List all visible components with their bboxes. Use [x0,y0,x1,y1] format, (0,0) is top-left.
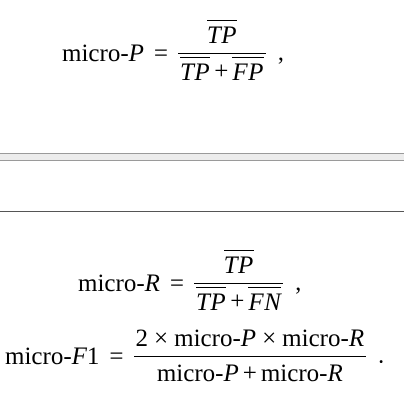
lhs-micro-p: micro-P [62,40,144,68]
fraction-bar [133,355,367,357]
lhs-subscript-number: 1 [86,342,100,370]
lhs-prefix: micro- [5,342,72,370]
lhs-micro-f1: micro-F1 [5,343,99,371]
denominator: micro-P + micro-R [155,360,345,389]
plus-sign: + [214,57,229,85]
lhs-prefix: micro- [62,39,129,67]
lhs-variable: P [128,39,144,67]
term-prefix: micro- [260,359,328,387]
term-prefix: micro- [174,325,241,352]
equation-micro-recall: micro-R = TP TP+FN , [78,250,301,318]
overline-fp: FP [232,56,264,86]
divider-bottom [0,211,404,212]
fraction-bar [194,282,284,284]
numerator: TP [222,250,256,281]
fraction-micro-f1: 2 × micro-P × micro-R micro-P + micro-R [133,325,367,389]
denominator: TP+FP [178,56,266,88]
fraction-micro-r: TP TP+FN [194,250,284,318]
equation-micro-f1: micro-F1 = 2 × micro-P × micro-R micro-P… [5,325,384,389]
term-prefix: micro- [282,325,349,352]
denominator: TP+FN [194,286,283,318]
overline-tp: TP [206,20,238,49]
plus-sign: + [242,359,257,387]
overline-tp: TP [223,250,254,279]
coefficient: 2 [135,325,149,352]
term-prefix: micro- [156,359,224,387]
equals-sign: = [153,39,169,67]
times-sign: × [154,325,169,352]
times-sign: × [262,325,277,352]
comma: , [277,40,284,67]
period: . [378,343,385,370]
term-variable: P [223,359,239,387]
term-variable: R [348,325,365,352]
equals-sign: = [169,269,185,297]
lhs-variable: F [71,342,87,370]
comma: , [295,270,302,297]
fraction-bar [178,52,266,54]
lhs-micro-r: micro-R [78,270,160,298]
numerator: 2 × micro-P × micro-R [134,325,367,354]
divider-top [0,153,404,154]
overline-tp: TP [196,286,227,316]
lhs-prefix: micro- [78,269,145,297]
fraction-micro-p: TP TP+FP [178,20,266,88]
divider-middle [0,160,404,161]
term-variable: R [327,359,343,387]
lhs-variable: R [144,269,160,297]
overline-fn: FN [248,286,282,316]
overline-tp: TP [180,56,211,86]
equals-sign: = [109,342,124,370]
divider-band [0,154,404,160]
numerator: TP [205,20,239,51]
plus-sign: + [230,287,245,315]
equation-micro-precision: micro-P = TP TP+FP , [62,20,284,88]
term-variable: P [240,325,257,352]
